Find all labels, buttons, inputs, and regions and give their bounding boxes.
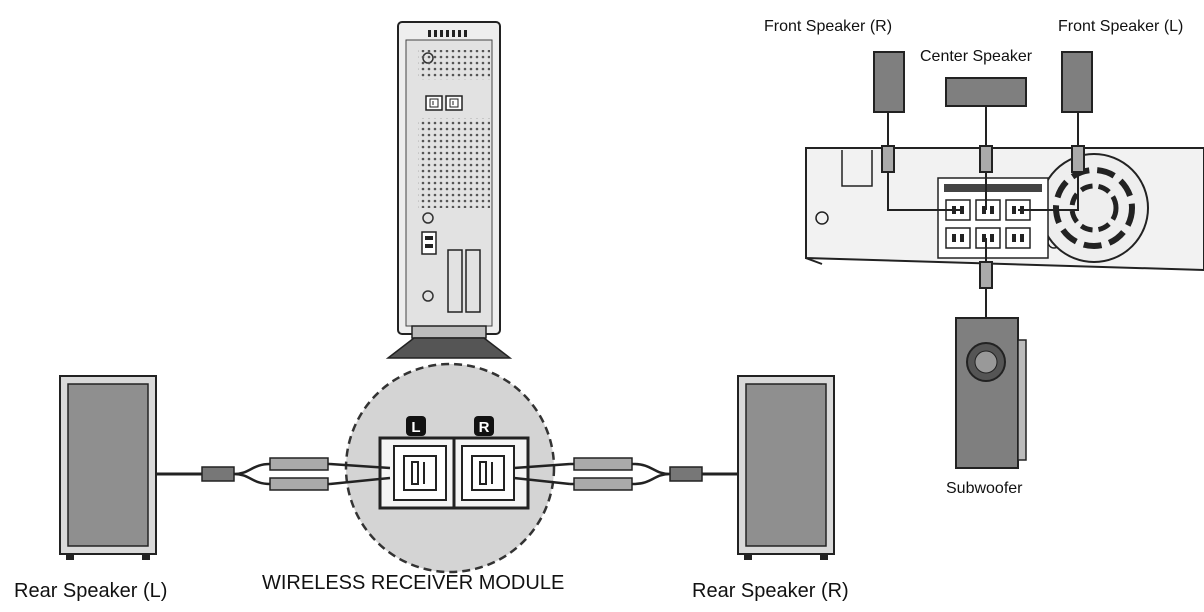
rear-speaker-left (59, 375, 157, 560)
center-speaker (945, 77, 1027, 107)
front-speaker-cables (881, 104, 1085, 318)
front-speaker-left (1061, 51, 1093, 113)
front-speaker-right (873, 51, 905, 113)
label-front-speaker-left: Front Speaker (L) (1058, 18, 1184, 35)
tower-upper-vent (418, 50, 490, 80)
rear-left-cable (156, 457, 391, 491)
main-unit-rear-panel (805, 147, 1204, 272)
label-center-speaker: Center Speaker (920, 48, 1033, 65)
rear-speaker-right (737, 375, 835, 560)
label-subwoofer: Subwoofer (946, 480, 1023, 497)
terminal-mark-right: R (479, 419, 490, 436)
label-rear-speaker-right: Rear Speaker (R) (692, 580, 849, 602)
wireless-receiver-tower (385, 21, 513, 359)
rear-right-cable (513, 457, 744, 491)
label-front-speaker-right: Front Speaker (R) (764, 18, 893, 35)
terminal-mark-left: L (411, 419, 420, 436)
subwoofer (955, 317, 1027, 469)
label-rear-speaker-left: Rear Speaker (L) (14, 580, 168, 602)
receiver-terminal-zoom: L R (344, 362, 556, 574)
label-wireless-receiver-module: WIRELESS RECEIVER MODULE (262, 572, 565, 594)
